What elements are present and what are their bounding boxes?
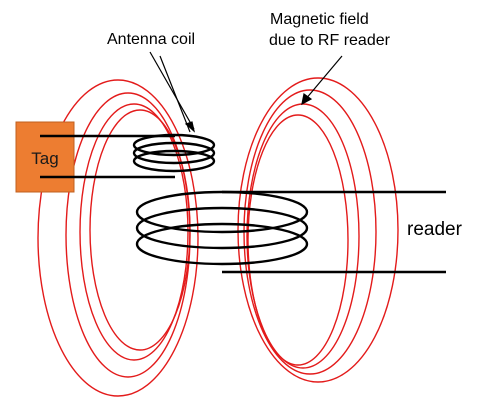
antenna-coil: [132, 133, 216, 173]
antenna-coil-pointer-2: [159, 55, 191, 133]
antenna-coil-turn-2: [132, 141, 216, 165]
left-field-loop-outer: [37, 79, 199, 397]
antenna-coil-pointer-1: [149, 51, 195, 130]
reader-coil-turn-1: [135, 190, 309, 234]
magnetic-field-pointer: [304, 55, 343, 101]
reader-coil: [135, 190, 309, 266]
reader-leads: [222, 190, 446, 274]
magnetic-field-label-line2: due to RF reader: [269, 32, 391, 49]
callout-arrows: [149, 51, 343, 133]
reader-label: reader: [407, 219, 463, 240]
antenna-coil-pointer-1-head: [184, 121, 195, 133]
antenna-coil-turn-3: [132, 149, 216, 173]
reader-coil-turn-3: [135, 222, 309, 266]
tag-label: Tag: [31, 149, 58, 168]
right-field-loop-inner: [247, 114, 349, 366]
left-field-loop-3: [79, 103, 189, 361]
reader-coil-turn-2: [135, 206, 309, 250]
magnetic-field-pointer-head: [301, 92, 313, 106]
right-field-loop-3: [246, 103, 360, 369]
right-field-loop-outer: [237, 77, 399, 383]
magnetic-field-label-line1: Magnetic field: [270, 11, 369, 28]
left-field-loop-inner: [89, 109, 191, 351]
antenna-coil-turn-1: [132, 133, 216, 157]
antenna-coil-label: Antenna coil: [107, 31, 195, 48]
tag-box: [15, 121, 75, 193]
